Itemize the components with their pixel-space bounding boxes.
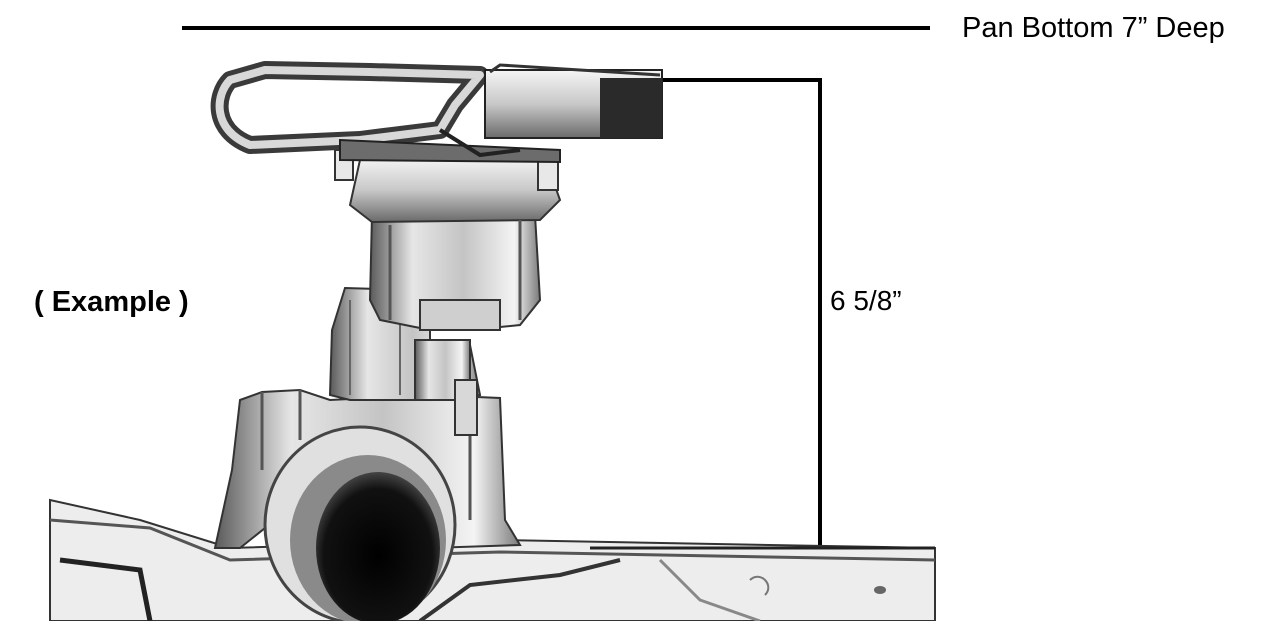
pan-bottom-label: Pan Bottom 7” Deep (962, 12, 1225, 44)
pump-body (334, 149, 562, 331)
example-label: ( Example ) (34, 286, 189, 318)
pump-mounting-flange (210, 61, 663, 164)
pump-lower-housing (213, 388, 522, 621)
measurement-label: 6 5/8” (830, 285, 902, 316)
pump-neck (328, 286, 482, 436)
oil-pan-base (49, 498, 936, 621)
